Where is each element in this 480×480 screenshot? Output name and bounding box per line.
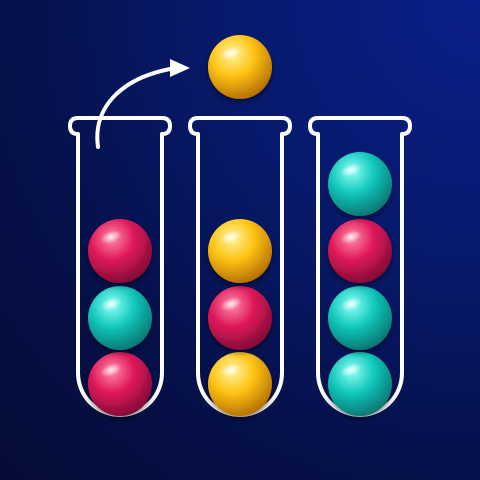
lifted-ball-yellow[interactable] bbox=[208, 35, 272, 99]
ball-teal-tube-3-slot-4[interactable] bbox=[328, 152, 392, 216]
ball-red-tube-1-slot-3[interactable] bbox=[88, 219, 152, 283]
ball-teal-tube-3-slot-1[interactable] bbox=[328, 352, 392, 416]
ball-red-tube-2-slot-2[interactable] bbox=[208, 286, 272, 350]
curved-arrow-icon bbox=[95, 59, 190, 149]
ball-yellow-tube-2-slot-1[interactable] bbox=[208, 352, 272, 416]
ball-red-tube-1-slot-1[interactable] bbox=[88, 352, 152, 416]
ball-red-tube-3-slot-3[interactable] bbox=[328, 219, 392, 283]
ball-teal-tube-3-slot-2[interactable] bbox=[328, 286, 392, 350]
ball-teal-tube-1-slot-2[interactable] bbox=[88, 286, 152, 350]
ball-yellow-tube-2-slot-3[interactable] bbox=[208, 219, 272, 283]
